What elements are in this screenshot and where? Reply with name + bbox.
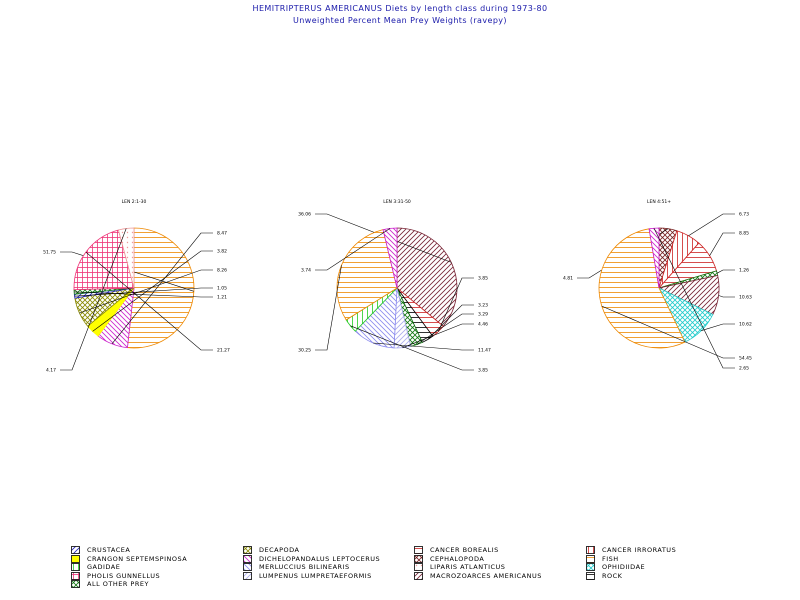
leader-line xyxy=(402,323,474,349)
chart-title: HEMITRIPTERUS AMERICANUS Diets by length… xyxy=(252,4,548,13)
legend-swatch xyxy=(414,554,423,563)
slice-value-label: 11.47 xyxy=(478,348,491,354)
pie-3: LEN 4:51+ 4.81 6.73 8.85 1.26 10.63 10.62 54.45… xyxy=(563,199,752,372)
leader-line xyxy=(601,305,735,359)
legend-swatch xyxy=(243,546,252,554)
slice-value-label: 8.47 xyxy=(217,231,227,237)
slice-value-label: 3.82 xyxy=(217,249,227,255)
slice-value-label: 3.74 xyxy=(301,268,311,274)
legend-label: DICHELOPANDALUS LEPTOCERUS xyxy=(259,554,381,563)
legend-label: GADIDAE xyxy=(87,563,121,571)
legend-label: ROCK xyxy=(602,571,623,580)
leader-line xyxy=(373,342,474,351)
leader-line xyxy=(60,228,127,371)
slice-value-label: 36.06 xyxy=(298,212,311,218)
slice-value-label: 4.46 xyxy=(478,322,488,328)
legend-swatch xyxy=(71,554,80,563)
leader-line xyxy=(718,295,735,298)
leader-line xyxy=(653,228,735,369)
slice-value-label: 8.85 xyxy=(739,231,749,237)
slice-value-label: 10.63 xyxy=(739,295,752,301)
slice-value-label: 3.85 xyxy=(478,276,488,282)
legend-swatch xyxy=(243,571,252,580)
pie-label: LEN 4:51+ xyxy=(647,199,671,205)
chart-subtitle: Unweighted Percent Mean Prey Weights (ra… xyxy=(293,16,507,25)
legend-label: OPHIDIIDAE xyxy=(602,563,646,571)
leader-line xyxy=(74,291,213,298)
legend-swatch xyxy=(243,554,252,563)
legend-label: FISH xyxy=(602,554,619,563)
leader-line xyxy=(701,323,735,331)
leader-line xyxy=(85,251,213,351)
slice-value-label: 10.62 xyxy=(739,322,752,328)
pie-label: LEN 2:1-30 xyxy=(122,199,147,205)
leader-line xyxy=(716,269,735,274)
legend-swatch xyxy=(414,571,423,580)
slice-value-label: 4.17 xyxy=(46,368,56,374)
legend-swatch xyxy=(71,571,80,580)
legend-label: CRUSTACEA xyxy=(87,546,131,554)
slice-value-label: 1.05 xyxy=(217,286,227,292)
leader-line xyxy=(315,265,342,351)
leader-line xyxy=(427,304,474,340)
slice-value-label: 6.73 xyxy=(739,212,749,218)
pie-2: LEN 3:31-50 36.06 3.85 3.23 3.29 4.46 11.47 3.8… xyxy=(298,199,491,374)
legend-swatch xyxy=(71,580,80,588)
leader-line xyxy=(688,213,735,236)
leader-line xyxy=(111,232,213,344)
slice-value-label: 3.23 xyxy=(478,303,488,309)
slice-value-label: 30.25 xyxy=(298,348,311,354)
legend-label: DECAPODA xyxy=(259,546,300,554)
legend-label: MERLUCCIUS BILINEARIS xyxy=(259,563,350,571)
legend-swatch xyxy=(414,563,423,571)
legend-label: CANCER BOREALIS xyxy=(430,546,499,554)
pie-1: LEN 2:1-30 51.75 8.47 3.82 8.26 1.05 1.21 21.27… xyxy=(43,199,230,374)
slice-value-label: 1.26 xyxy=(739,268,749,274)
slice-value-label: 54.45 xyxy=(739,356,752,362)
slice-value-label: 3.85 xyxy=(478,368,488,374)
legend-swatch xyxy=(71,546,80,554)
legend-label: CANCER IRRORATUS xyxy=(602,546,677,554)
leader-line xyxy=(79,269,213,314)
slice-value-label: 3.29 xyxy=(478,312,488,318)
leader-line xyxy=(416,313,474,345)
legend-label: LIPARIS ATLANTICUS xyxy=(430,563,506,571)
legend-swatch xyxy=(414,546,423,554)
legend-label: ALL OTHER PREY xyxy=(87,580,149,588)
leader-line xyxy=(315,228,391,271)
legend-label: PHOLIS GUNNELLUS xyxy=(87,571,161,580)
legend-swatch xyxy=(586,546,595,554)
leader-line xyxy=(709,232,735,256)
legend-swatch xyxy=(586,554,595,563)
legend-swatch xyxy=(243,563,252,571)
legend-swatch xyxy=(586,571,595,580)
leader-line xyxy=(92,250,213,332)
leader-line xyxy=(315,213,452,263)
leader-line xyxy=(438,277,474,332)
legend-label: LUMPENUS LUMPRETAEFORMIS xyxy=(259,571,372,580)
pie-label: LEN 3:31-50 xyxy=(383,199,411,205)
slice-value-label: 1.21 xyxy=(217,295,227,301)
slice-value-label: 4.81 xyxy=(563,276,573,282)
slice-value-label: 51.75 xyxy=(43,250,56,256)
slice-value-label: 21.27 xyxy=(217,348,230,354)
slice-value-label: 8.26 xyxy=(217,268,227,274)
legend-label: CRANGON SEPTEMSPINOSA xyxy=(87,554,188,563)
slice-value-label: 2.65 xyxy=(739,366,749,372)
leader-line xyxy=(350,325,474,371)
legend-swatch xyxy=(586,563,595,571)
leader-line xyxy=(60,251,194,292)
legend-label: CEPHALOPODA xyxy=(430,554,485,563)
pie-slice-fish xyxy=(598,228,686,349)
legend-swatch xyxy=(71,563,80,571)
legend-label: MACROZOARCES AMERICANUS xyxy=(430,571,542,580)
